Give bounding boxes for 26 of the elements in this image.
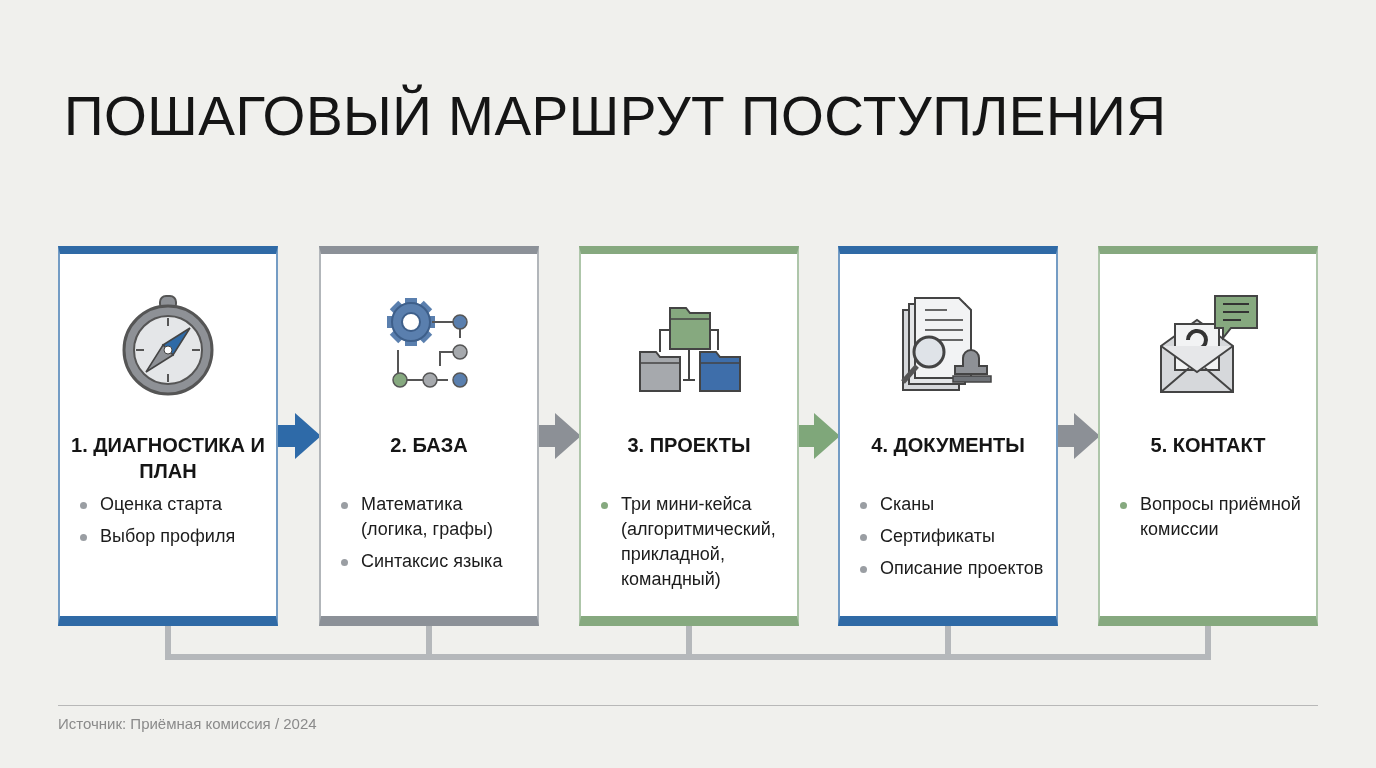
step-arrow [1058,413,1100,459]
bullet-item: Выбор профиля [78,524,270,549]
step-heading: 5. КОНТАКТ [1149,433,1267,458]
step-card [838,246,1058,626]
step-card [579,246,799,626]
bullet-item: Сканы [858,492,1050,517]
bullet-item: Сертификаты [858,524,1050,549]
page-title: ПОШАГОВЫЙ МАРШРУТ ПОСТУПЛЕНИЯ [64,84,1167,148]
step-arrow [278,413,321,459]
bullet-item: Математика (логика, графы) [339,492,531,542]
step-heading: 1. ДИАГНОСТИКА И ПЛАН [70,433,266,484]
bullet-item: Три мини-кейса (алгоритмический, прикладной, командный) [599,492,791,592]
bullet-item: Синтаксис языка [339,549,531,574]
step-arrow [799,413,840,459]
step-heading: 3. ПРОЕКТЫ [626,433,752,458]
bullet-item: Вопросы приёмной комиссии [1118,492,1310,542]
connector-line [945,626,1211,660]
step-heading: 2. БАЗА [389,433,469,458]
step-heading: 4. ДОКУМЕНТЫ [870,433,1026,458]
step-arrow [539,413,581,459]
bullet-item: Описание проектов [858,556,1050,581]
step-card [58,246,278,626]
source-note: Источник: Приёмная комиссия / 2024 [58,715,317,732]
bullet-item: Оценка старта [78,492,270,517]
step-card [319,246,539,626]
step-card [1098,246,1318,626]
